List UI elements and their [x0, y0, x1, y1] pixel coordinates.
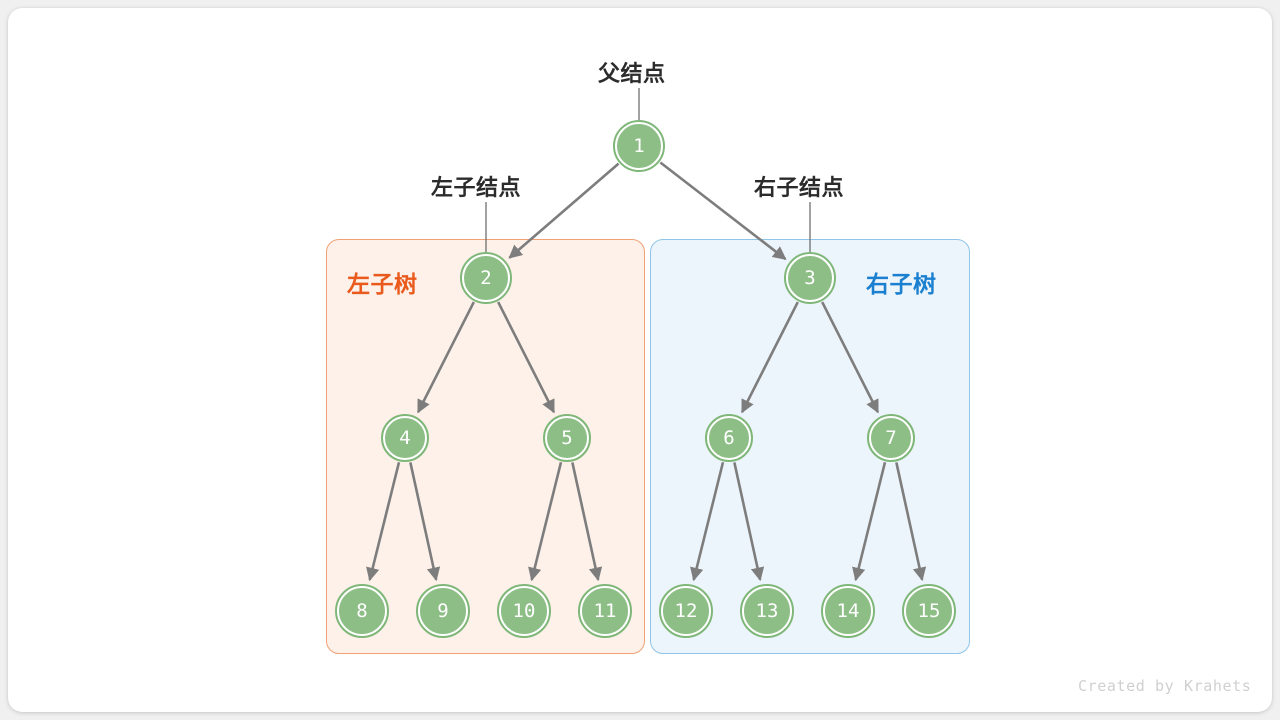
node-1[interactable]: 1	[613, 120, 665, 172]
node-8[interactable]: 8	[335, 584, 389, 638]
node-ring	[742, 586, 792, 636]
node-10-value: 10	[512, 599, 536, 622]
node-ring	[786, 254, 834, 302]
right-child-label: 右子结点	[754, 175, 845, 200]
node-5[interactable]: 5	[543, 414, 591, 462]
left-subtree-box	[326, 239, 645, 654]
node-ring	[383, 416, 427, 460]
node-7[interactable]: 7	[867, 414, 915, 462]
right-subtree-box	[650, 239, 970, 654]
node-6[interactable]: 6	[705, 414, 753, 462]
node-4-value: 4	[399, 426, 411, 449]
node-11[interactable]: 11	[578, 584, 632, 638]
node-ring	[499, 586, 549, 636]
node-13[interactable]: 13	[740, 584, 794, 638]
edge-5-11	[571, 462, 603, 582]
node-ring	[545, 416, 589, 460]
edge-7-14	[852, 461, 887, 582]
node-15-value: 15	[917, 599, 941, 622]
node-7-value: 7	[885, 426, 897, 449]
edge-1-3	[659, 161, 787, 261]
node-2-value: 2	[480, 266, 492, 289]
node-ring	[904, 586, 954, 636]
edge-3-7	[821, 301, 880, 414]
callout-leader-lines	[485, 88, 811, 252]
node-9[interactable]: 9	[416, 584, 470, 638]
edge-6-12	[690, 461, 725, 582]
node-11-value: 11	[593, 599, 617, 622]
node-ring	[580, 586, 630, 636]
node-13-value: 13	[755, 599, 779, 622]
node-9-value: 9	[437, 599, 449, 622]
edge-4-9	[409, 462, 441, 582]
parent-node-label: 父结点	[598, 61, 666, 86]
tree-edges	[366, 161, 927, 582]
node-14[interactable]: 14	[821, 584, 875, 638]
edge-7-15	[895, 462, 927, 582]
edge-5-10	[528, 461, 563, 582]
node-14-value: 14	[836, 599, 860, 622]
left-child-label: 左子结点	[431, 175, 522, 200]
node-2[interactable]: 2	[460, 252, 512, 304]
node-3[interactable]: 3	[784, 252, 836, 304]
credit-text: Created by Krahets	[1078, 677, 1252, 695]
node-ring	[823, 586, 873, 636]
node-4[interactable]: 4	[381, 414, 429, 462]
edge-3-6	[740, 301, 799, 414]
edge-2-5	[497, 301, 556, 414]
node-15[interactable]: 15	[902, 584, 956, 638]
node-6-value: 6	[723, 426, 735, 449]
node-ring	[661, 586, 711, 636]
node-ring	[707, 416, 751, 460]
edge-1-2	[508, 162, 620, 259]
edge-6-13	[733, 462, 765, 582]
node-ring	[462, 254, 510, 302]
right-subtree-label: 右子树	[866, 271, 937, 297]
node-ring	[615, 122, 663, 170]
left-subtree-label: 左子树	[347, 271, 418, 297]
edge-4-8	[366, 461, 401, 582]
node-12[interactable]: 12	[659, 584, 713, 638]
node-8-value: 8	[356, 599, 368, 622]
node-12-value: 12	[674, 599, 698, 622]
node-ring	[869, 416, 913, 460]
node-10[interactable]: 10	[497, 584, 551, 638]
node-3-value: 3	[804, 266, 816, 289]
node-ring	[337, 586, 387, 636]
tree-edge-layer	[366, 88, 927, 582]
node-1-value: 1	[633, 134, 645, 157]
edge-2-4	[416, 301, 475, 414]
node-5-value: 5	[561, 426, 573, 449]
node-ring	[418, 586, 468, 636]
